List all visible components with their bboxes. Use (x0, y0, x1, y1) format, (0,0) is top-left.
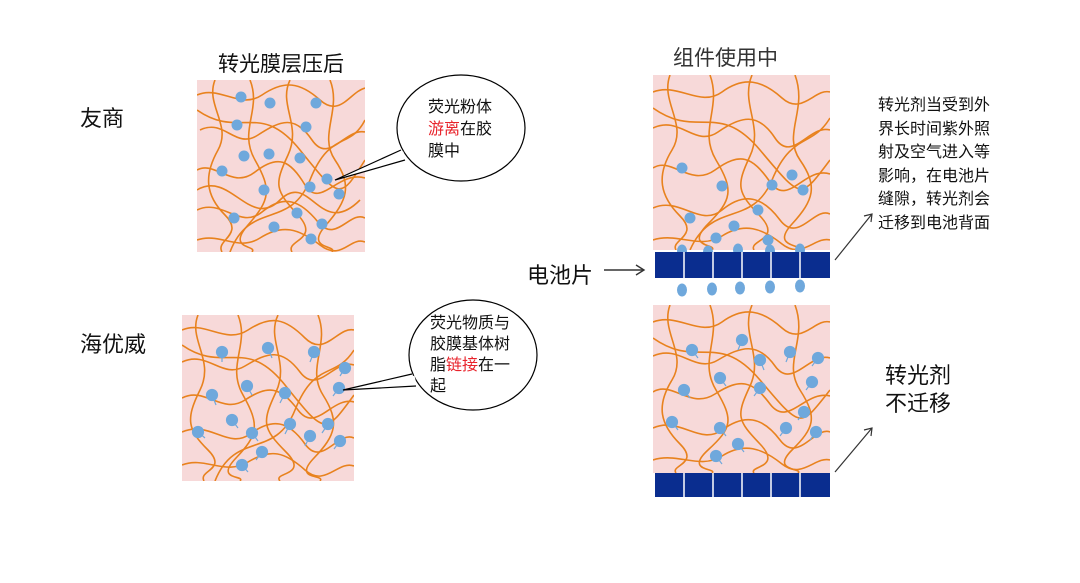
callout-line: 脂链接在一 (430, 354, 510, 375)
row-label-hiuv: 海优威 (80, 333, 147, 358)
callout-line: 荧光物质与 (430, 313, 511, 332)
arrow-note-bottom (834, 427, 873, 473)
highlight-text: 游离 (428, 119, 461, 138)
migrated-particles-below-cell (677, 279, 805, 297)
film-panel-competitor (197, 80, 365, 252)
cell-label: 电池片 (527, 264, 594, 289)
module-panel-stable (653, 305, 830, 497)
row-label-competitor: 友商 (80, 107, 125, 132)
callout-line: 起 (430, 376, 447, 395)
callout-bubble-hiuv (342, 299, 538, 411)
callout-text: 脂 (430, 355, 447, 374)
callout-bubble-competitor (334, 74, 526, 182)
note-line: 迁移到电池背面 (878, 212, 991, 232)
solar-cell-top (655, 252, 830, 278)
highlight-text: 链接 (446, 355, 479, 374)
callout-line: 荧光粉体 (428, 97, 493, 116)
phosphor-particles (216, 91, 345, 245)
bonded-phosphor-particles-module (665, 333, 825, 465)
note-line: 射及空气进入等 (878, 142, 991, 161)
note-line: 转光剂当受到外 (878, 95, 991, 114)
bonded-phosphor-particles (191, 341, 352, 473)
callout-line: 游离在胶 (428, 118, 492, 140)
note-migration: 转光剂当受到外 界长时间紫外照 射及空气进入等 影响，在电池片 缝隙，转光剂会 … (878, 93, 990, 234)
note-line: 影响，在电池片 (878, 165, 991, 185)
note-line: 转光剂 (885, 364, 952, 389)
left-header: 转光膜层压后 (218, 52, 344, 76)
note-no-migration: 转光剂 不迁移 (885, 363, 951, 419)
module-panel-migrating (653, 75, 830, 297)
callout-text: 在一 (478, 355, 511, 374)
arrow-note-top (834, 213, 873, 261)
callout-text: 在胶 (460, 119, 493, 138)
solar-cell-bottom (655, 473, 830, 497)
sparse-phosphor-particles (676, 162, 809, 246)
callout-line: 胶膜基体树 (430, 334, 511, 353)
film-panel-hiuv (182, 315, 354, 481)
callout-text-hiuv: 荧光物质与 胶膜基体树 脂链接在一 起 (430, 312, 510, 396)
note-line: 界长时间紫外照 (878, 118, 991, 138)
callout-text-competitor: 荧光粉体 游离在胶 膜中 (428, 96, 492, 162)
arrow-to-cell (604, 264, 646, 276)
note-line: 不迁移 (885, 392, 952, 417)
note-line: 缝隙，转光剂会 (878, 189, 991, 208)
callout-line: 膜中 (428, 141, 461, 160)
right-header: 组件使用中 (673, 46, 778, 70)
